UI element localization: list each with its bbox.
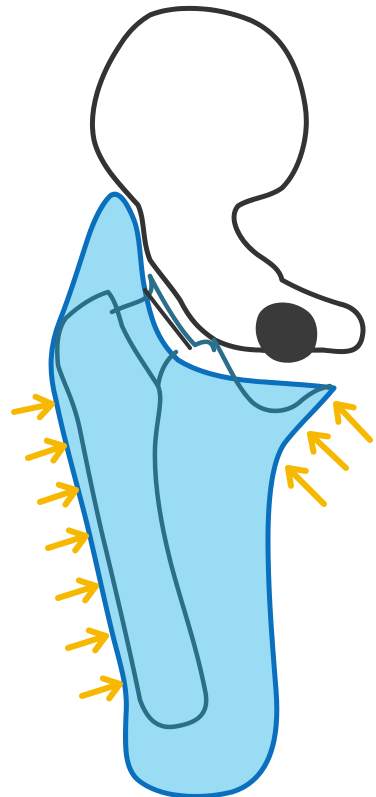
pressure-arrow-icon xyxy=(82,678,120,698)
pressure-arrow-icon xyxy=(336,404,370,440)
pressure-arrow-icon xyxy=(58,580,96,600)
pressure-arrow-icon xyxy=(68,630,106,650)
pressure-arrow-icon xyxy=(310,434,346,468)
obturator-hole xyxy=(256,303,318,363)
pressure-arrow-icon xyxy=(40,485,76,505)
pressure-arrow-icon xyxy=(28,441,64,461)
pressure-arrow-icon xyxy=(14,397,52,417)
pressure-arrow-icon xyxy=(48,530,86,550)
pressure-arrow-icon xyxy=(288,468,324,504)
